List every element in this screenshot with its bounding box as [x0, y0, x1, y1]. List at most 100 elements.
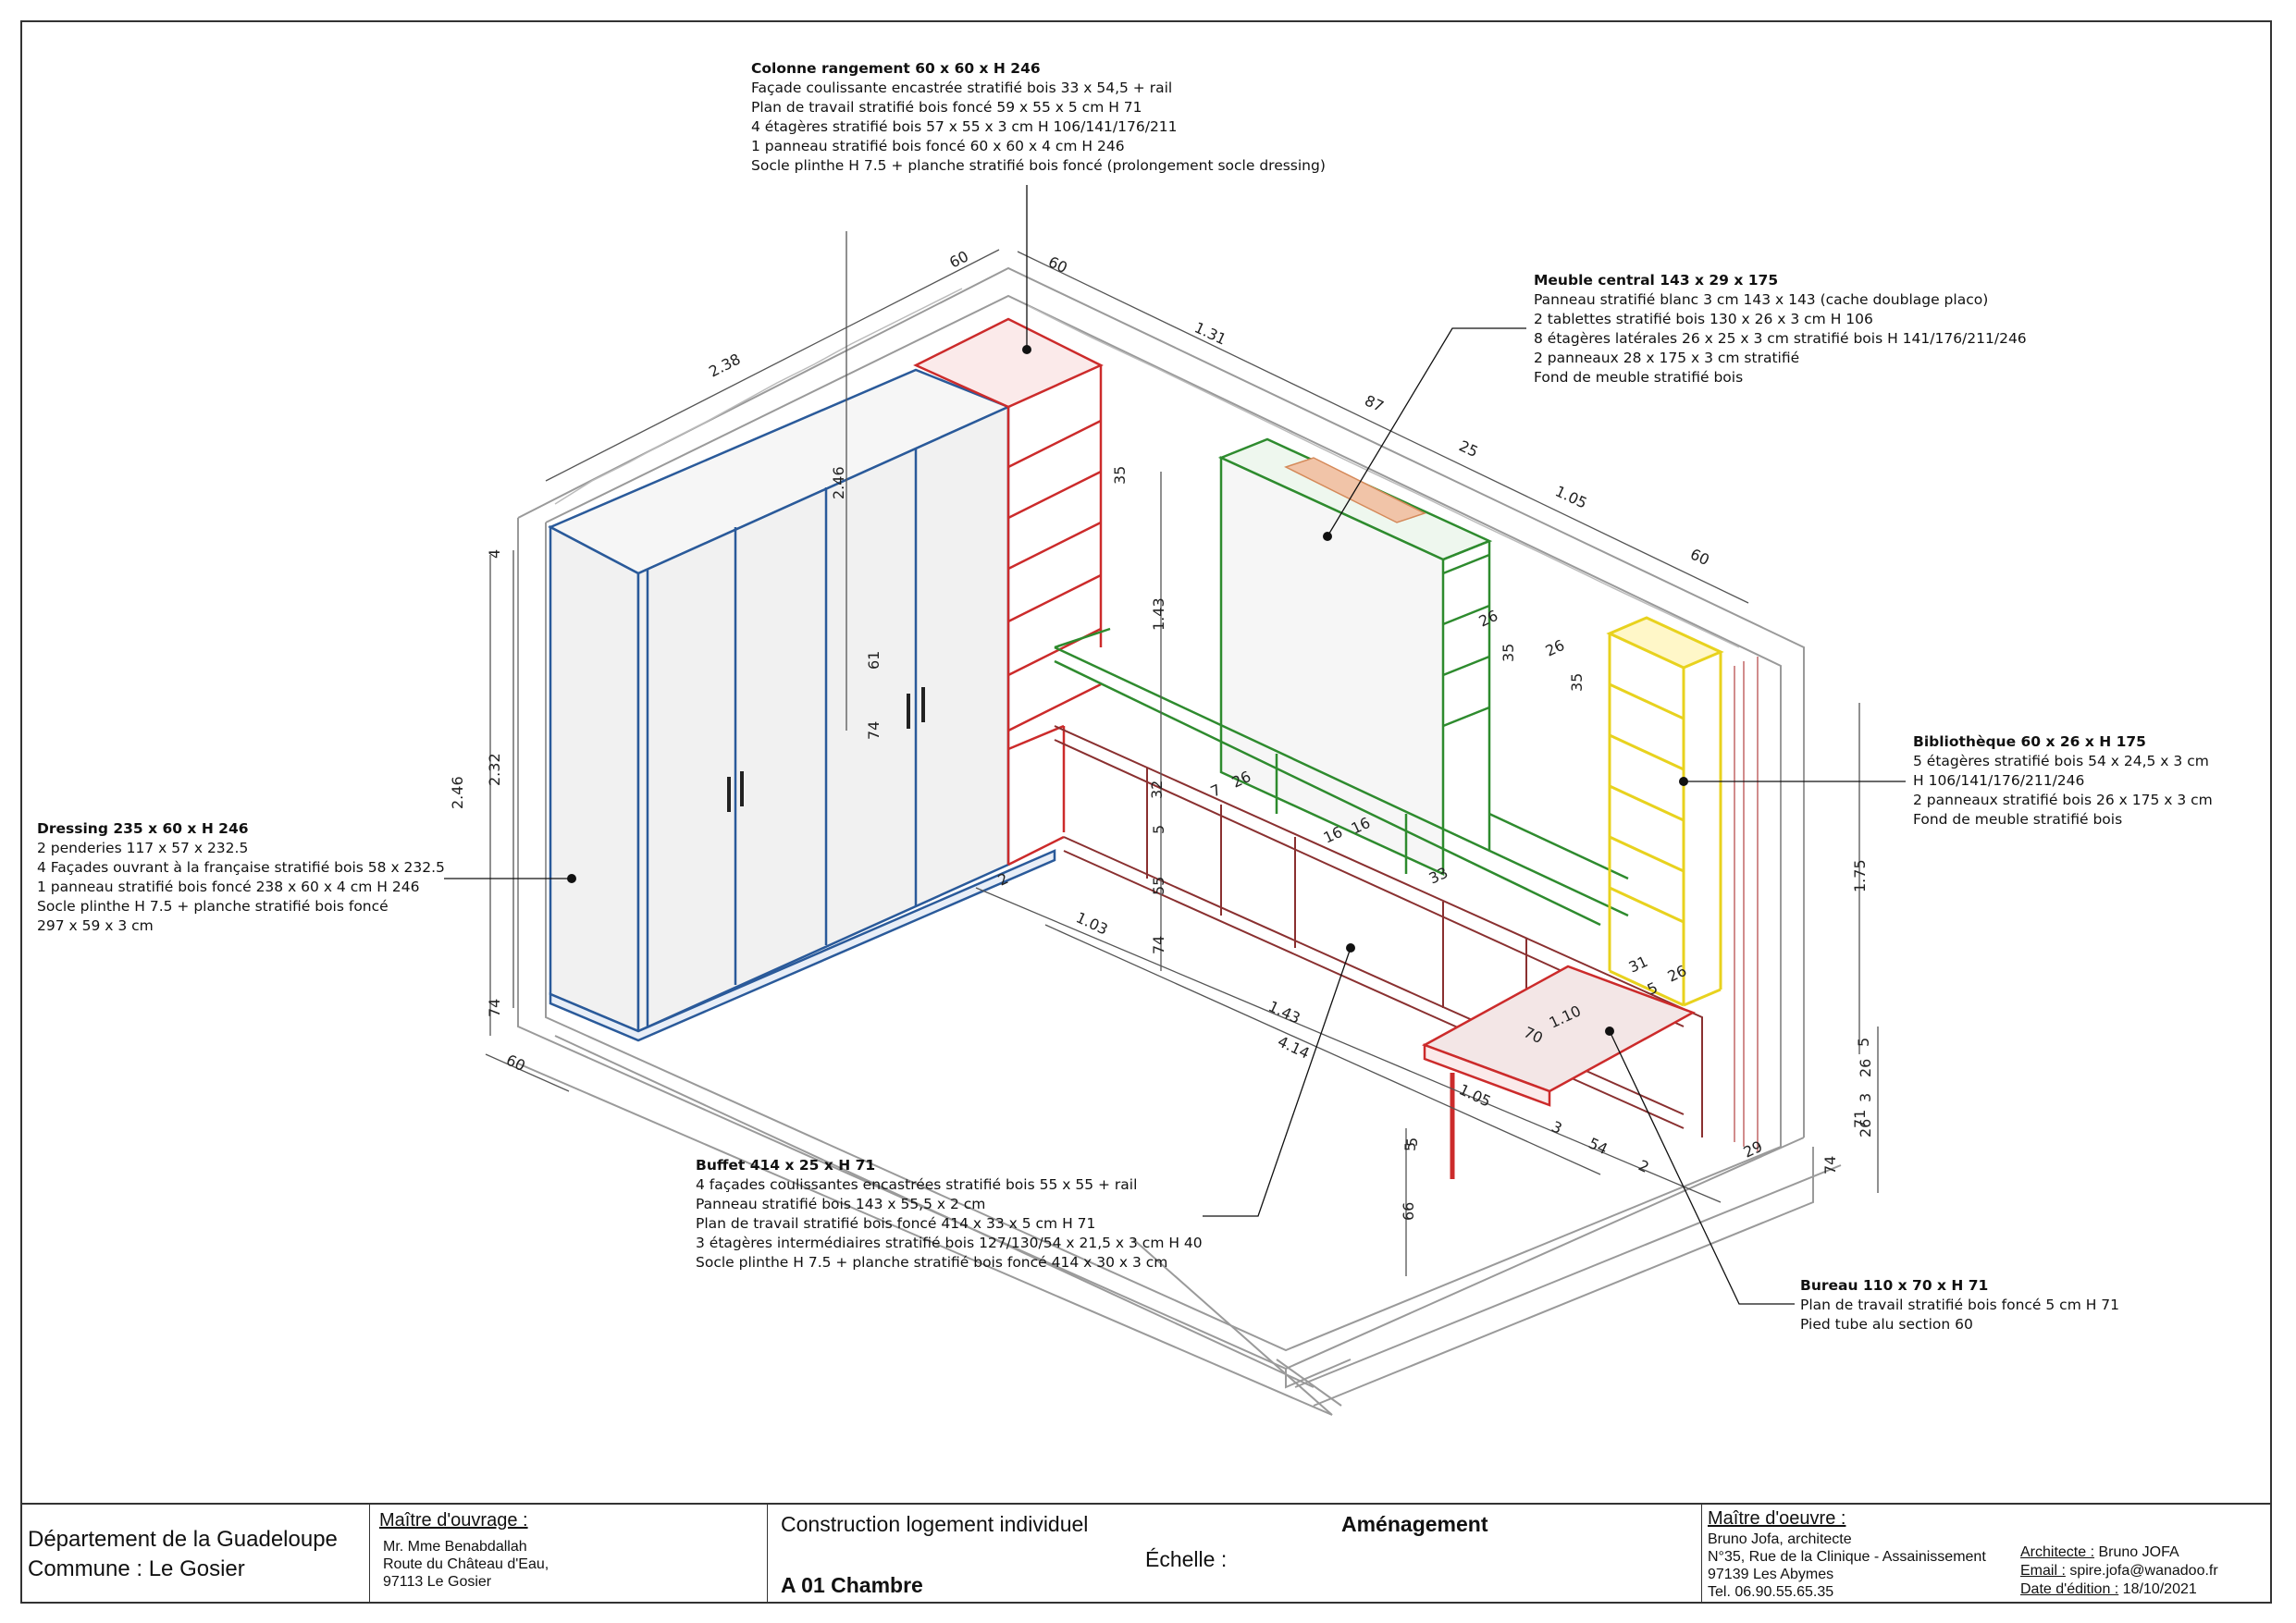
- annotation-line: Fond de meuble stratifié bois: [1534, 369, 1744, 386]
- architecte-label: Architecte :: [2020, 1544, 2095, 1560]
- dim-label: 61: [865, 651, 883, 670]
- annotation-line: 4 étagères stratifié bois 57 x 55 x 3 cm…: [751, 118, 1178, 135]
- leader-lines: [444, 185, 1906, 1305]
- dim-label: 5: [1403, 1137, 1421, 1147]
- dim-label: 1.05: [1552, 482, 1589, 511]
- email-label: Email :: [2020, 1563, 2066, 1579]
- drawing-frame: [20, 20, 2272, 1604]
- bibliotheque: [1606, 616, 1724, 1007]
- dim-label: 3: [1857, 1093, 1874, 1102]
- annotation-line: 2 tablettes stratifié bois 130 x 26 x 3 …: [1534, 311, 1873, 327]
- wall-top-detail: [554, 288, 1740, 648]
- sujet-text: Aménagement: [1341, 1512, 1488, 1536]
- right-wall-fixtures: [1734, 657, 1759, 1151]
- dim-label: 4: [486, 549, 503, 559]
- dim-label: 60: [1687, 545, 1711, 569]
- dim-label: 5: [1855, 1038, 1872, 1047]
- meuble-central: [1054, 437, 1629, 927]
- dim-label: 2.46: [830, 466, 847, 499]
- maitre-ouvrage-label: Maître d'ouvrage :: [379, 1510, 528, 1531]
- annotation-line: 2 panneaux stratifié bois 26 x 175 x 3 c…: [1913, 792, 2213, 808]
- dim-label: 66: [1400, 1202, 1417, 1221]
- annotation-bureau: Bureau 110 x 70 x H 71 Plan de travail s…: [1800, 1276, 2119, 1334]
- dim-label: 74: [1821, 1156, 1839, 1174]
- annotation-line: Pied tube alu section 60: [1800, 1316, 1973, 1333]
- echelle-label: Échelle :: [1145, 1547, 1228, 1571]
- dim-label: 25: [1456, 436, 1480, 461]
- dim-label: 26: [1857, 1059, 1874, 1077]
- dressing-handles: [727, 687, 925, 812]
- annotation-title: Colonne rangement 60 x 60 x H 246: [751, 60, 1041, 77]
- title-block-maitre-ouvrage: Maître d'ouvrage : Mr. Mme Benabdallah R…: [370, 1505, 768, 1604]
- maitre-ouvrage-line: Route du Château d'Eau,: [383, 1556, 549, 1572]
- title-block: Département de la Guadeloupe Commune : L…: [20, 1503, 2272, 1604]
- dim-label: 35: [1111, 466, 1129, 485]
- dim-label: 2.46: [449, 776, 466, 809]
- title-block-maitre-oeuvre: Maître d'oeuvre : Bruno Jofa, architecte…: [1702, 1505, 2272, 1604]
- annotation-dressing: Dressing 235 x 60 x H 246 2 penderies 11…: [37, 819, 445, 936]
- dim-label: 26: [1543, 636, 1567, 660]
- annotation-line: Panneau stratifié bois 143 x 55,5 x 2 cm: [696, 1196, 986, 1212]
- annotation-line: 4 façades coulissantes encastrées strati…: [696, 1176, 1138, 1193]
- commune-text: Commune : Le Gosier: [28, 1556, 245, 1581]
- annotation-buffet: Buffet 414 x 25 x H 71 4 façades couliss…: [696, 1156, 1203, 1273]
- email-value: spire.jofa@wanadoo.fr: [2065, 1563, 2218, 1579]
- planche-text: A 01 Chambre: [781, 1573, 923, 1597]
- annotation-line: 8 étagères latérales 26 x 25 x 3 cm stra…: [1534, 330, 2027, 347]
- colonne-rangement: [913, 317, 1104, 867]
- maitre-oeuvre-line: 97139 Les Abymes: [1708, 1567, 1834, 1582]
- maitre-oeuvre-line: Bruno Jofa, architecte: [1708, 1531, 1852, 1547]
- dim-label: 4.14: [1275, 1032, 1312, 1062]
- maitre-oeuvre-line: Tel. 06.90.55.65.35: [1708, 1584, 1834, 1600]
- annotation-line: Socle plinthe H 7.5 + planche stratifié …: [37, 898, 389, 915]
- dim-label: 35: [1568, 673, 1586, 692]
- annotation-title: Dressing 235 x 60 x H 246: [37, 820, 249, 837]
- maitre-ouvrage-line: Mr. Mme Benabdallah: [383, 1539, 527, 1555]
- dressing-wardrobe: [548, 368, 1056, 1042]
- bureau-desk: [1421, 965, 1697, 1179]
- dim-label: 71: [1851, 1110, 1869, 1128]
- annotation-title: Bibliothèque 60 x 26 x H 175: [1913, 733, 2146, 750]
- maitre-oeuvre-line: N°35, Rue de la Clinique - Assainissemen…: [1708, 1549, 1986, 1565]
- annotation-line: Socle plinthe H 7.5 + planche stratifié …: [751, 157, 1326, 174]
- date-value: 18/10/2021: [2118, 1581, 2197, 1597]
- maitre-oeuvre-label: Maître d'oeuvre :: [1708, 1508, 1846, 1529]
- projet-text: Construction logement individuel: [781, 1512, 1089, 1536]
- dim-label: 31: [1626, 953, 1650, 977]
- date-label: Date d'édition :: [2020, 1581, 2119, 1597]
- dim-label: 1.43: [1265, 997, 1302, 1027]
- annotation-line: 1 panneau stratifié bois foncé 60 x 60 x…: [751, 138, 1125, 154]
- dim-label: 7: [1208, 781, 1224, 801]
- annotation-line: 1 panneau stratifié bois foncé 238 x 60 …: [37, 879, 420, 895]
- annotation-line: 2 penderies 117 x 57 x 232.5: [37, 840, 249, 856]
- room-structure: [517, 266, 1842, 1416]
- dim-label: 2.38: [706, 350, 743, 380]
- dim-label: 35: [1500, 644, 1517, 662]
- departement-text: Département de la Guadeloupe: [28, 1527, 338, 1552]
- dim-label: 74: [865, 721, 883, 740]
- dim-label: 32: [1148, 781, 1166, 799]
- dim-label: 1.43: [1150, 597, 1167, 631]
- annotation-line: 3 étagères intermédiaires stratifié bois…: [696, 1235, 1203, 1251]
- dim-label: 2: [1636, 1156, 1651, 1176]
- architecte-value: Bruno JOFA: [2094, 1544, 2179, 1560]
- dim-label: 1.05: [1456, 1080, 1493, 1110]
- dimension-lines: [485, 231, 1879, 1276]
- annotation-line: Fond de meuble stratifié bois: [1913, 811, 2123, 828]
- annotation-bibliotheque: Bibliothèque 60 x 26 x H 175 5 étagères …: [1913, 732, 2213, 830]
- dim-label: 55: [1150, 877, 1167, 895]
- maitre-ouvrage-line: 97113 Le Gosier: [383, 1574, 492, 1590]
- annotation-title: Bureau 110 x 70 x H 71: [1800, 1277, 1989, 1294]
- dim-label: 60: [946, 247, 971, 271]
- dim-label: 26: [1665, 962, 1689, 986]
- annotation-line: H 106/141/176/211/246: [1913, 772, 2085, 789]
- dim-label: 74: [486, 999, 503, 1017]
- annotation-title: Meuble central 143 x 29 x 175: [1534, 272, 1779, 289]
- annotation-colonne: Colonne rangement 60 x 60 x H 246 Façade…: [751, 59, 1326, 176]
- annotation-line: 5 étagères stratifié bois 54 x 24,5 x 3 …: [1913, 753, 2209, 769]
- annotation-line: Socle plinthe H 7.5 + planche stratifié …: [696, 1254, 1168, 1271]
- title-block-location: Département de la Guadeloupe Commune : L…: [20, 1505, 370, 1604]
- annotation-line: Panneau stratifié blanc 3 cm 143 x 143 (…: [1534, 291, 1989, 308]
- annotation-meuble-central: Meuble central 143 x 29 x 175 Panneau st…: [1534, 271, 2027, 387]
- dim-label: 2.32: [486, 753, 503, 786]
